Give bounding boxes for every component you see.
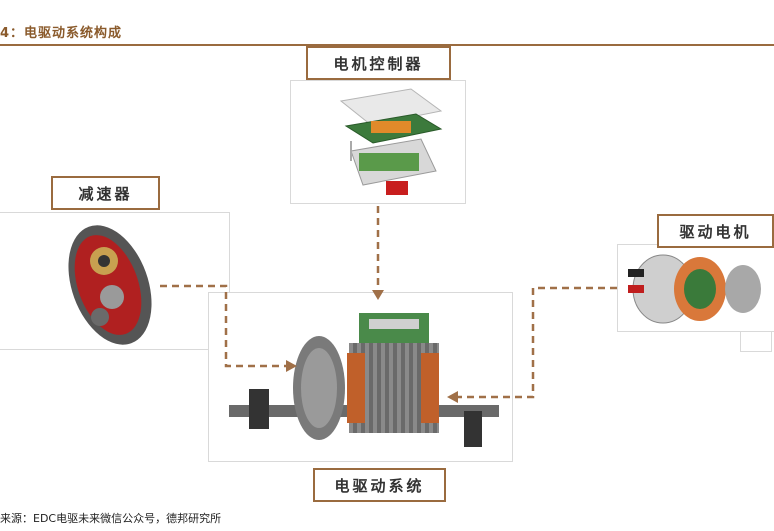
arrow-motor-to-system xyxy=(458,286,617,399)
arrow-reducer-to-system xyxy=(160,284,286,368)
electric-drive-system-image xyxy=(208,292,513,462)
arrowhead-motor xyxy=(447,391,458,403)
drive-motor-image-caption-area xyxy=(740,332,772,352)
drive-motor-label: 驱动电机 xyxy=(657,214,774,248)
arrowhead-reducer xyxy=(286,360,297,372)
reducer-image xyxy=(0,212,230,350)
controller-label: 电机控制器 xyxy=(306,46,451,80)
motor-controller-image xyxy=(290,80,466,204)
reducer-label: 减速器 xyxy=(51,176,160,210)
electric-drive-system-label: 电驱动系统 xyxy=(313,468,446,502)
drive-motor-image xyxy=(617,244,774,332)
figure-title: 4：电驱动系统构成 xyxy=(0,26,123,41)
source-note: 来源：EDC电驱未来微信公众号，德邦研究所 xyxy=(0,512,222,525)
title-divider xyxy=(0,44,774,46)
arrowhead-controller xyxy=(372,290,384,300)
